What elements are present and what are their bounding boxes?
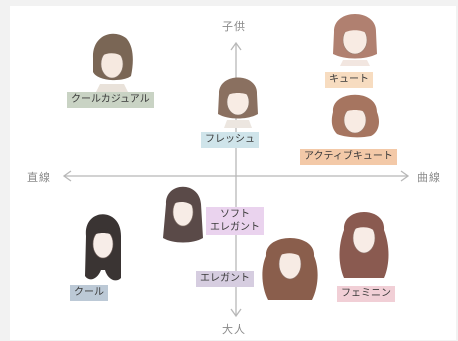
portrait-cool	[85, 214, 121, 281]
left-arrow-icon	[62, 170, 72, 182]
portrait-cool-casual	[92, 33, 133, 92]
tag-feminine: フェミニン	[337, 286, 395, 302]
portrait-soft-elegant	[163, 186, 203, 243]
tag-cool: クール	[70, 285, 108, 301]
tag-cool-casual: クールカジュアル	[67, 92, 154, 108]
axis-label-top: 子供	[222, 20, 246, 33]
tag-soft-elegant: ソフト エレガント	[206, 207, 264, 235]
axis-label-right: 曲線	[417, 171, 441, 184]
tag-fresh: フレッシュ	[201, 132, 259, 148]
tag-active-cute: アクティブキュート	[300, 149, 397, 165]
portrait-feminine	[339, 212, 389, 278]
tag-cute: キュート	[325, 72, 373, 88]
axis-label-left: 直線	[27, 171, 51, 184]
portrait-active-cute	[331, 94, 379, 138]
down-arrow-icon	[230, 308, 242, 318]
axis-label-bottom: 大人	[222, 323, 246, 336]
portrait-elegant	[262, 238, 318, 300]
tag-soft-elegant-line-2: エレガント	[210, 222, 260, 233]
tag-soft-elegant-line-1: ソフト	[220, 209, 250, 220]
tag-elegant: エレガント	[196, 271, 254, 287]
portrait-fresh	[218, 77, 258, 128]
up-arrow-icon	[230, 41, 242, 51]
right-arrow-icon	[400, 170, 410, 182]
portrait-cute	[333, 14, 377, 66]
